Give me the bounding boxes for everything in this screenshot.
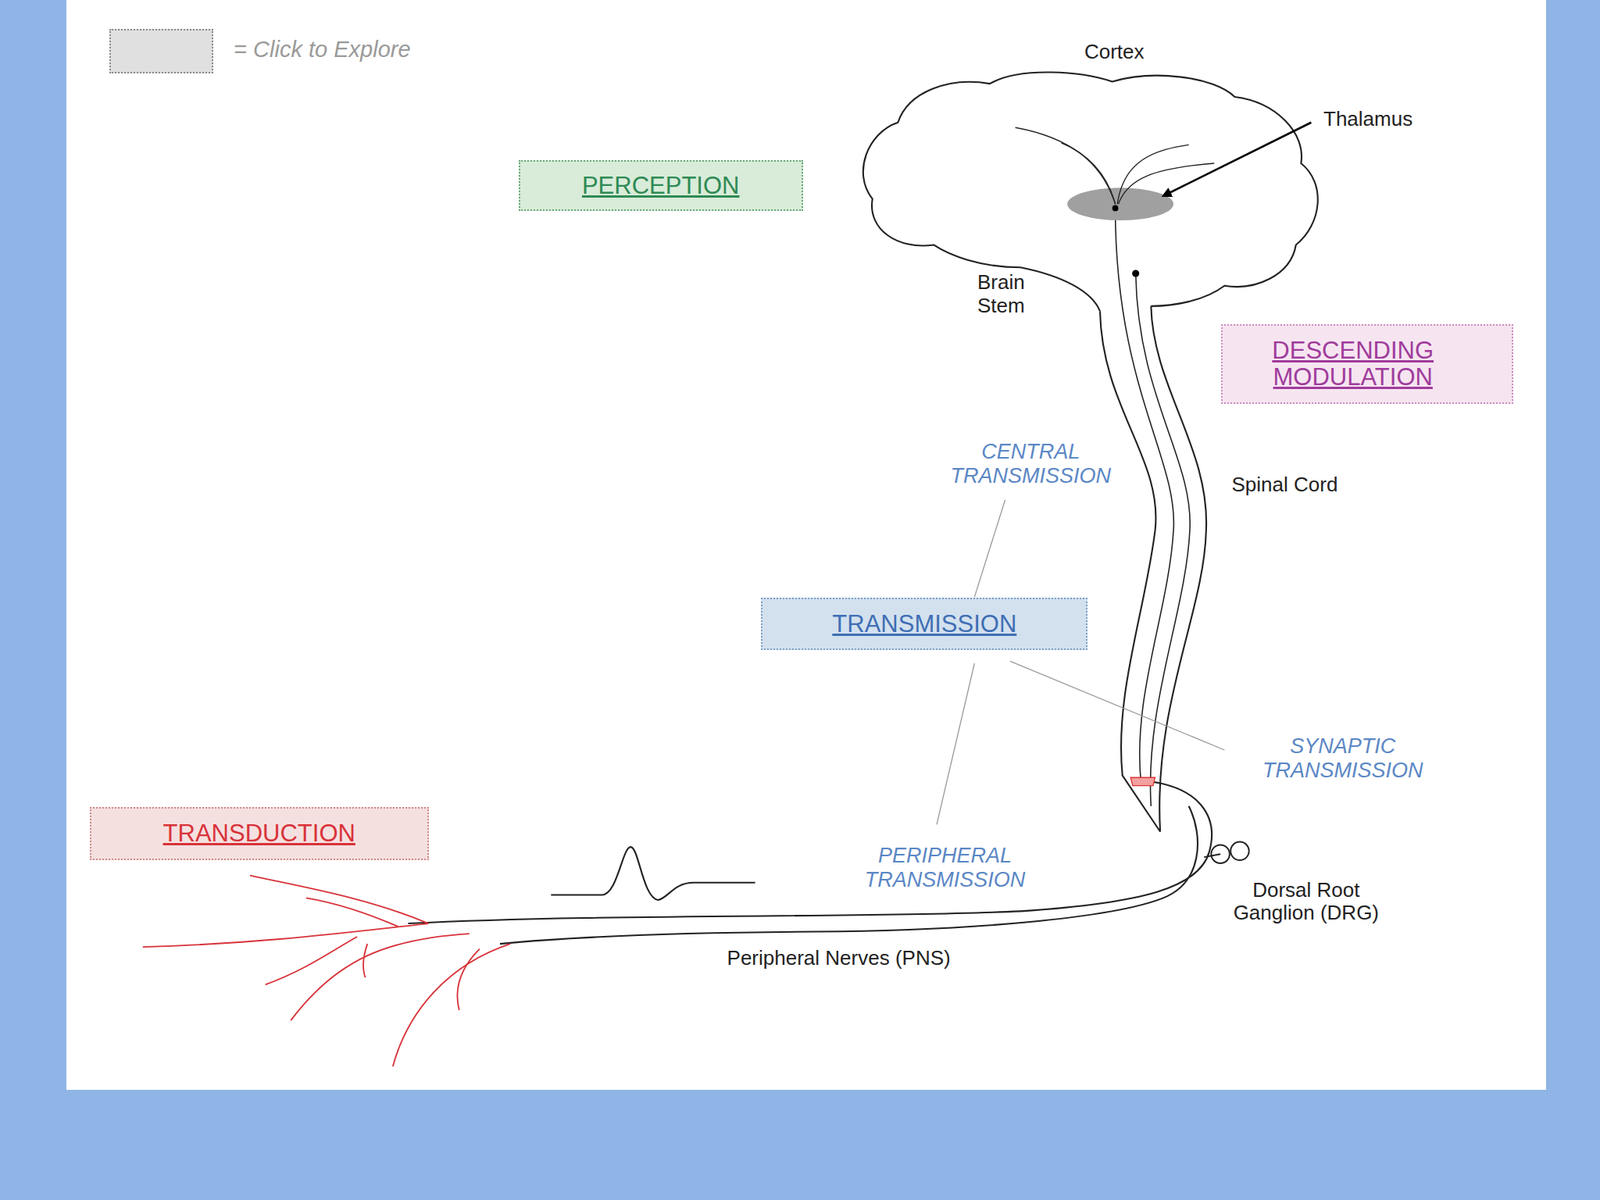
legend-text: = Click to Explore [233, 36, 411, 63]
anatomy-label: Peripheral Nerves (PNS) [655, 946, 1023, 971]
anatomy-label: Dorsal Root Ganglion (DRG) [1214, 878, 1398, 926]
thalamic-fiber [1060, 142, 1115, 204]
thalamus-shape [1067, 187, 1174, 221]
legend-swatch [109, 28, 214, 74]
peripheral-nerve [500, 806, 1198, 944]
spinal-tract [1115, 207, 1175, 781]
anatomy-label: Brain Stem [962, 271, 1040, 318]
box-text-group: DESCENDING MODULATION [1222, 337, 1512, 391]
explore-box: TRANSDUCTION [89, 807, 429, 861]
spinal-cord-right [1150, 306, 1207, 833]
stage-label: CENTRAL TRANSMISSION [907, 439, 1153, 489]
box-title: TRANSDUCTION [163, 820, 337, 847]
explore-box: DESCENDING MODULATION [1221, 324, 1514, 404]
box-text-group: TRANSMISSION [832, 610, 1017, 638]
anatomy-label: Thalamus [1323, 107, 1528, 132]
white-panel [66, 0, 1547, 1090]
leader-line [1010, 660, 1225, 750]
thalamic-fiber [1117, 144, 1189, 204]
box-title: DESCENDING MODULATION [1222, 337, 1483, 391]
leader-line [974, 500, 1005, 597]
box-text-group: PERCEPTION [582, 172, 740, 200]
explore-box: PERCEPTION [518, 160, 804, 211]
nerve-endings [142, 875, 511, 1067]
box-text-group: TRANSDUCTION [163, 820, 356, 847]
explore-box: TRANSMISSION [760, 597, 1088, 650]
brain-outline [863, 72, 1318, 312]
synapse-mark [1130, 777, 1155, 786]
peripheral-nerve [407, 780, 1212, 924]
thalamic-fiber [1015, 127, 1116, 204]
stage-label: SYNAPTIC TRANSMISSION [1220, 734, 1465, 783]
spinal-tract [1135, 273, 1190, 807]
leader-line [936, 663, 975, 825]
stage-label: PERIPHERAL TRANSMISSION [817, 843, 1073, 893]
drg-stem [1203, 853, 1221, 858]
action-potential-trace [550, 846, 755, 900]
neuron-dot [1132, 269, 1140, 277]
neuron-dot [1112, 205, 1119, 212]
box-title: TRANSMISSION [832, 610, 998, 638]
drg-cell [1230, 842, 1250, 861]
anatomy-label: Cortex [1032, 40, 1197, 65]
anatomy-label: Spinal Cord [1231, 473, 1456, 497]
thalamus-arrow [1163, 122, 1311, 197]
thalamic-fiber [1118, 163, 1215, 204]
box-title: PERCEPTION [582, 172, 724, 200]
